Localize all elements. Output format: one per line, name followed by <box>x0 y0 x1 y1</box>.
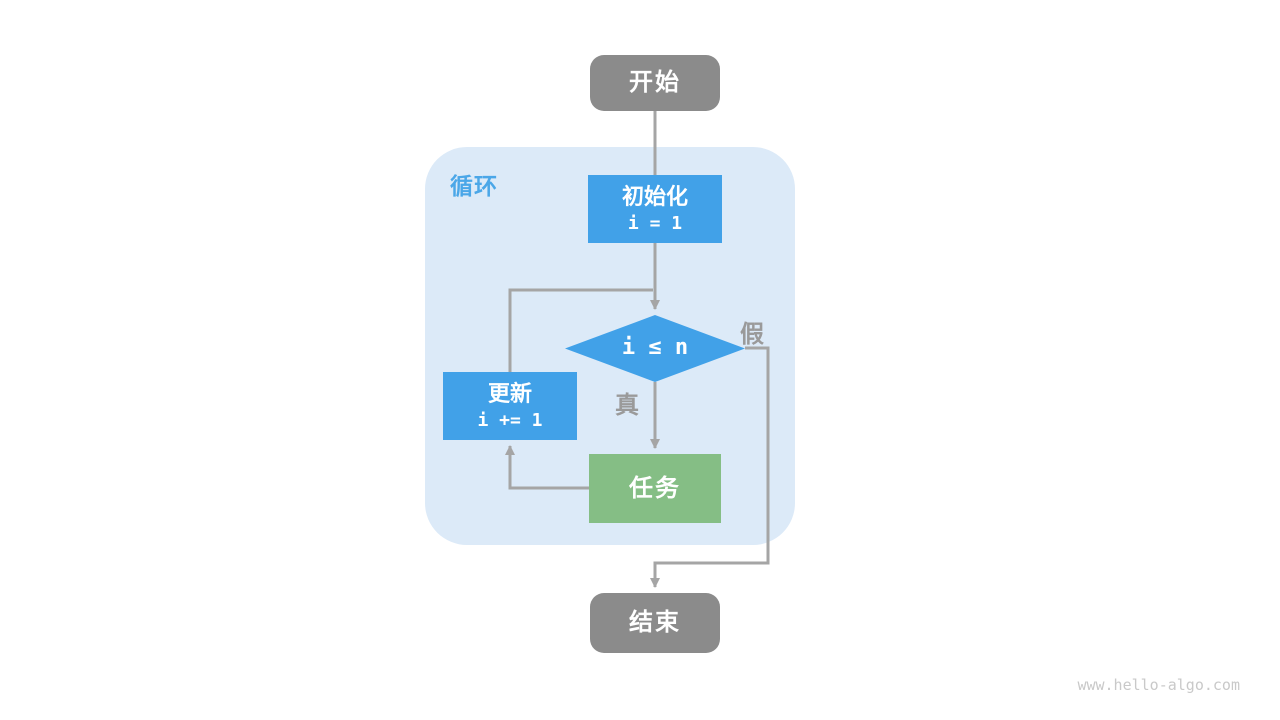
update-node-title: 更新 <box>487 380 532 406</box>
init-node-title: 初始化 <box>621 183 688 209</box>
false-branch-label: 假 <box>740 321 765 348</box>
site-watermark: www.hello-algo.com <box>1077 676 1240 694</box>
update-node: 更新 i += 1 <box>443 372 577 440</box>
start-node: 开始 <box>590 55 720 111</box>
task-node: 任务 <box>589 454 721 523</box>
update-node-code: i += 1 <box>477 410 543 432</box>
init-node-code: i = 1 <box>627 213 683 235</box>
end-node-label: 结束 <box>629 609 681 636</box>
loop-group-label: 循环 <box>450 173 498 199</box>
end-node: 结束 <box>590 593 720 653</box>
task-node-label: 任务 <box>629 474 681 502</box>
true-branch-label: 真 <box>615 392 640 419</box>
condition-node-label: i ≤ n <box>621 335 689 361</box>
start-node-label: 开始 <box>629 69 681 96</box>
init-node: 初始化 i = 1 <box>588 175 722 243</box>
